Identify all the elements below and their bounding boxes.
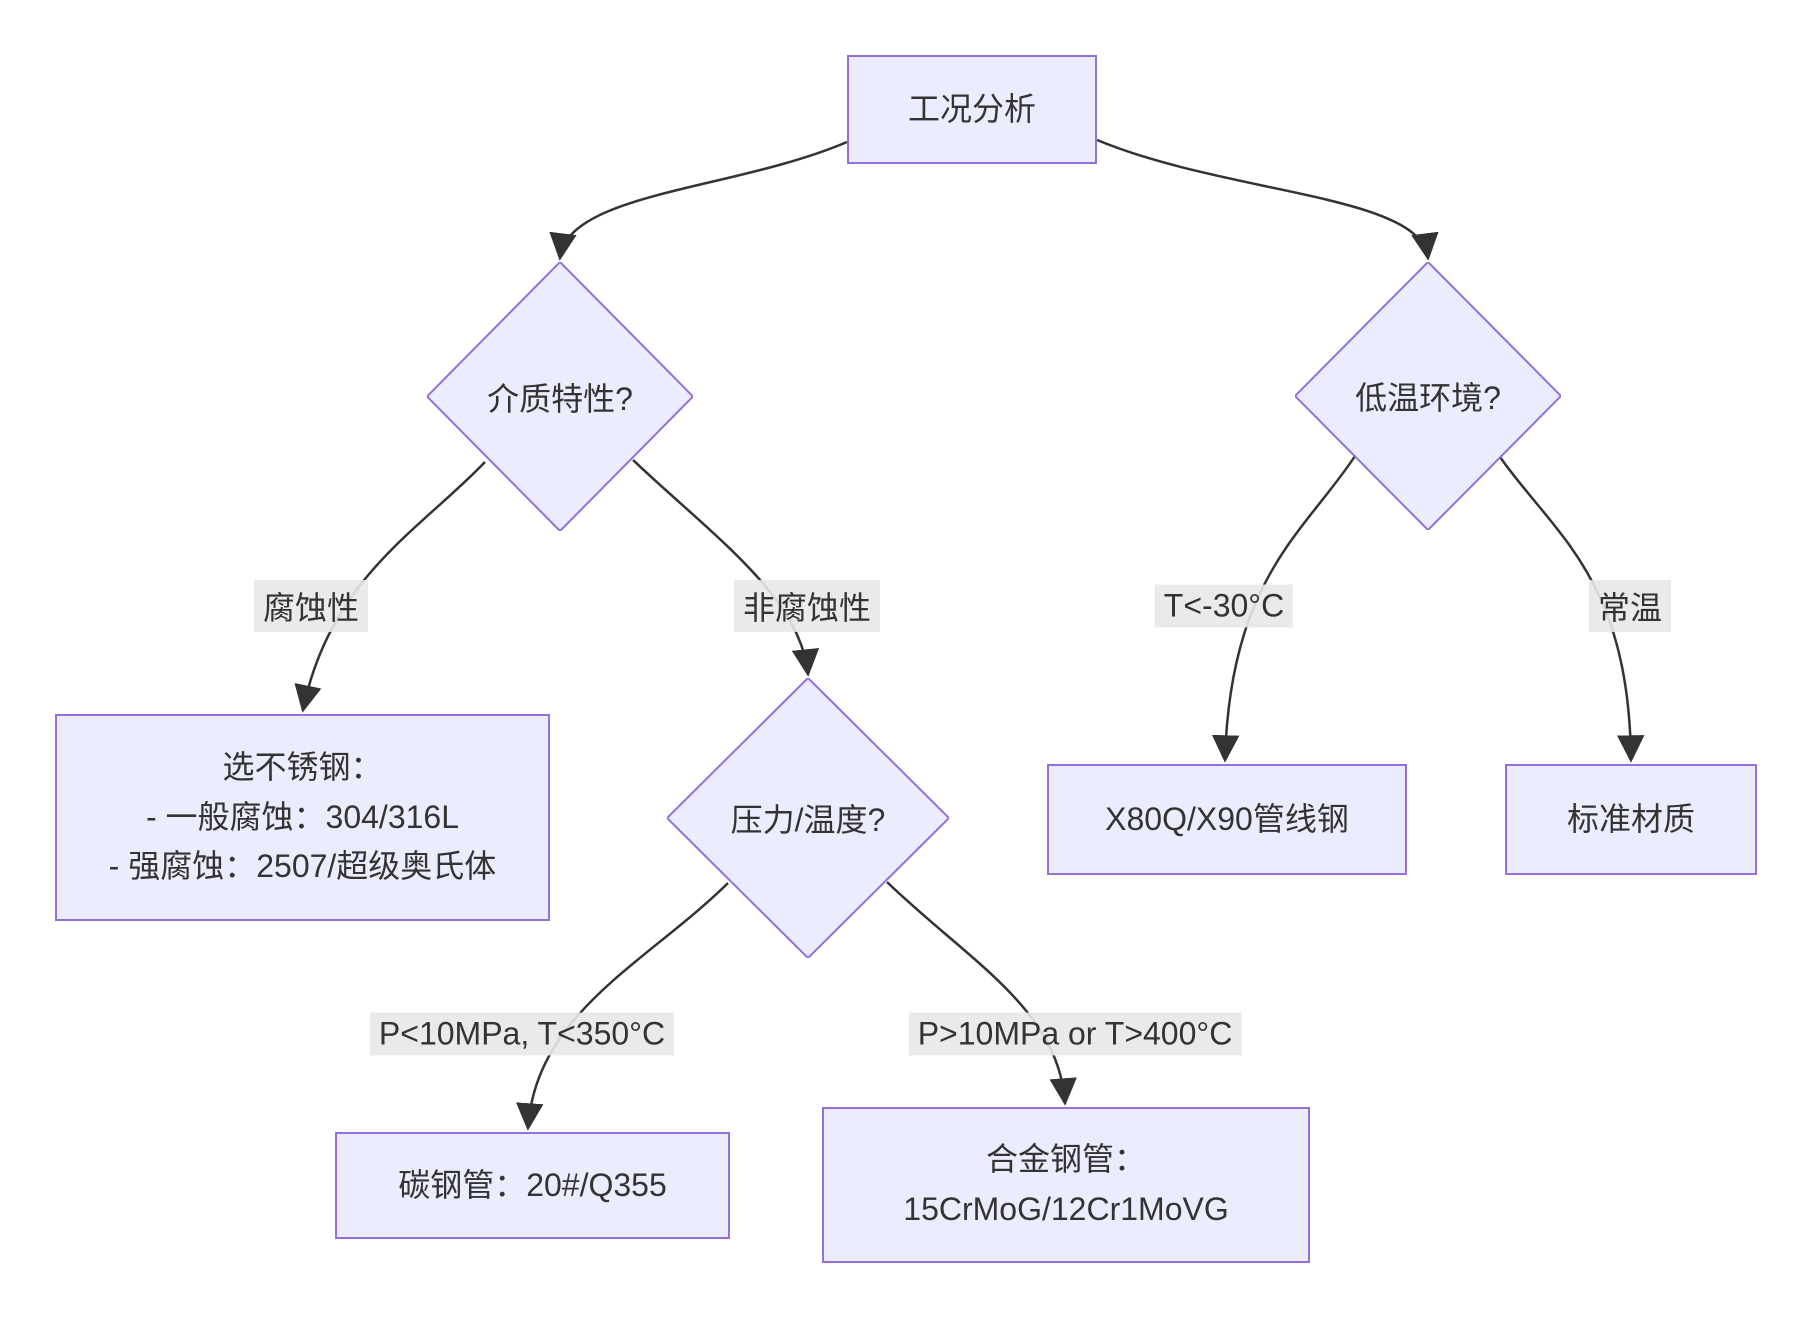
decision-pressure-temp: 压力/温度? [667, 678, 949, 958]
edge-pressuretemp-to-carbon [516, 882, 729, 1131]
node-stainless-line-1: 选不锈钢： [222, 749, 383, 786]
node-stainless-line-2: - 一般腐蚀：304/316L [145, 798, 460, 835]
decision-medium-characteristics: 介质特性? [427, 262, 693, 531]
node-analysis-label: 工况分析 [907, 90, 1036, 127]
node-carbon-steel: 碳钢管：20#/Q355 [335, 1132, 730, 1239]
edge-pressuretemp-to-alloy [886, 881, 1077, 1106]
edge-analysis-to-lowtemp [1096, 138, 1439, 261]
edge-analysis-to-medium [549, 140, 848, 261]
edge-lowtemp-to-pipeline [1211, 455, 1357, 763]
diamond-shape [667, 678, 949, 958]
node-analysis: 工况分析 [847, 55, 1097, 164]
edge-label-corrosive: 腐蚀性 [253, 580, 369, 632]
edge-medium-to-pressuretemp [632, 459, 820, 677]
diamond-shape [427, 262, 693, 531]
decision-low-temp-env: 低温环境? [1295, 262, 1561, 530]
node-pipeline-steel-label: X80Q/X90管线钢 [1105, 800, 1349, 837]
node-alloy-steel: 合金钢管： 15CrMoG/12Cr1MoVG [822, 1107, 1310, 1263]
edge-label-non-corrosive: 非腐蚀性 [733, 580, 881, 632]
edge-label-high-pressure-temp: P>10MPa or T>400°C [908, 1012, 1242, 1056]
node-standard-material: 标准材质 [1505, 764, 1757, 875]
decision-pressure-temp-label: 压力/温度? [730, 802, 886, 838]
node-alloy-steel-line-1: 合金钢管： [985, 1141, 1146, 1178]
node-stainless-line-3: - 强腐蚀：2507/超级奥氏体 [108, 848, 497, 885]
edge-label-normal-temp: 常温 [1588, 580, 1672, 632]
edge-lowtemp-to-standard [1498, 456, 1645, 763]
node-pipeline-steel: X80Q/X90管线钢 [1047, 764, 1407, 875]
edge-label-low-pressure-temp: P<10MPa, T<350°C [369, 1012, 675, 1056]
node-stainless-steel: 选不锈钢： - 一般腐蚀：304/316L - 强腐蚀：2507/超级奥氏体 [55, 714, 550, 921]
diamond-shape [1295, 262, 1561, 530]
decision-low-temp-label: 低温环境? [1355, 380, 1501, 416]
node-standard-material-label: 标准材质 [1566, 800, 1695, 837]
edge-label-low-temp: T<-30°C [1154, 584, 1294, 628]
decision-medium-label: 介质特性? [487, 380, 633, 417]
node-alloy-steel-line-2: 15CrMoG/12Cr1MoVG [903, 1191, 1229, 1227]
edge-medium-to-stainless [294, 461, 486, 713]
node-carbon-steel-label: 碳钢管：20#/Q355 [398, 1166, 667, 1203]
